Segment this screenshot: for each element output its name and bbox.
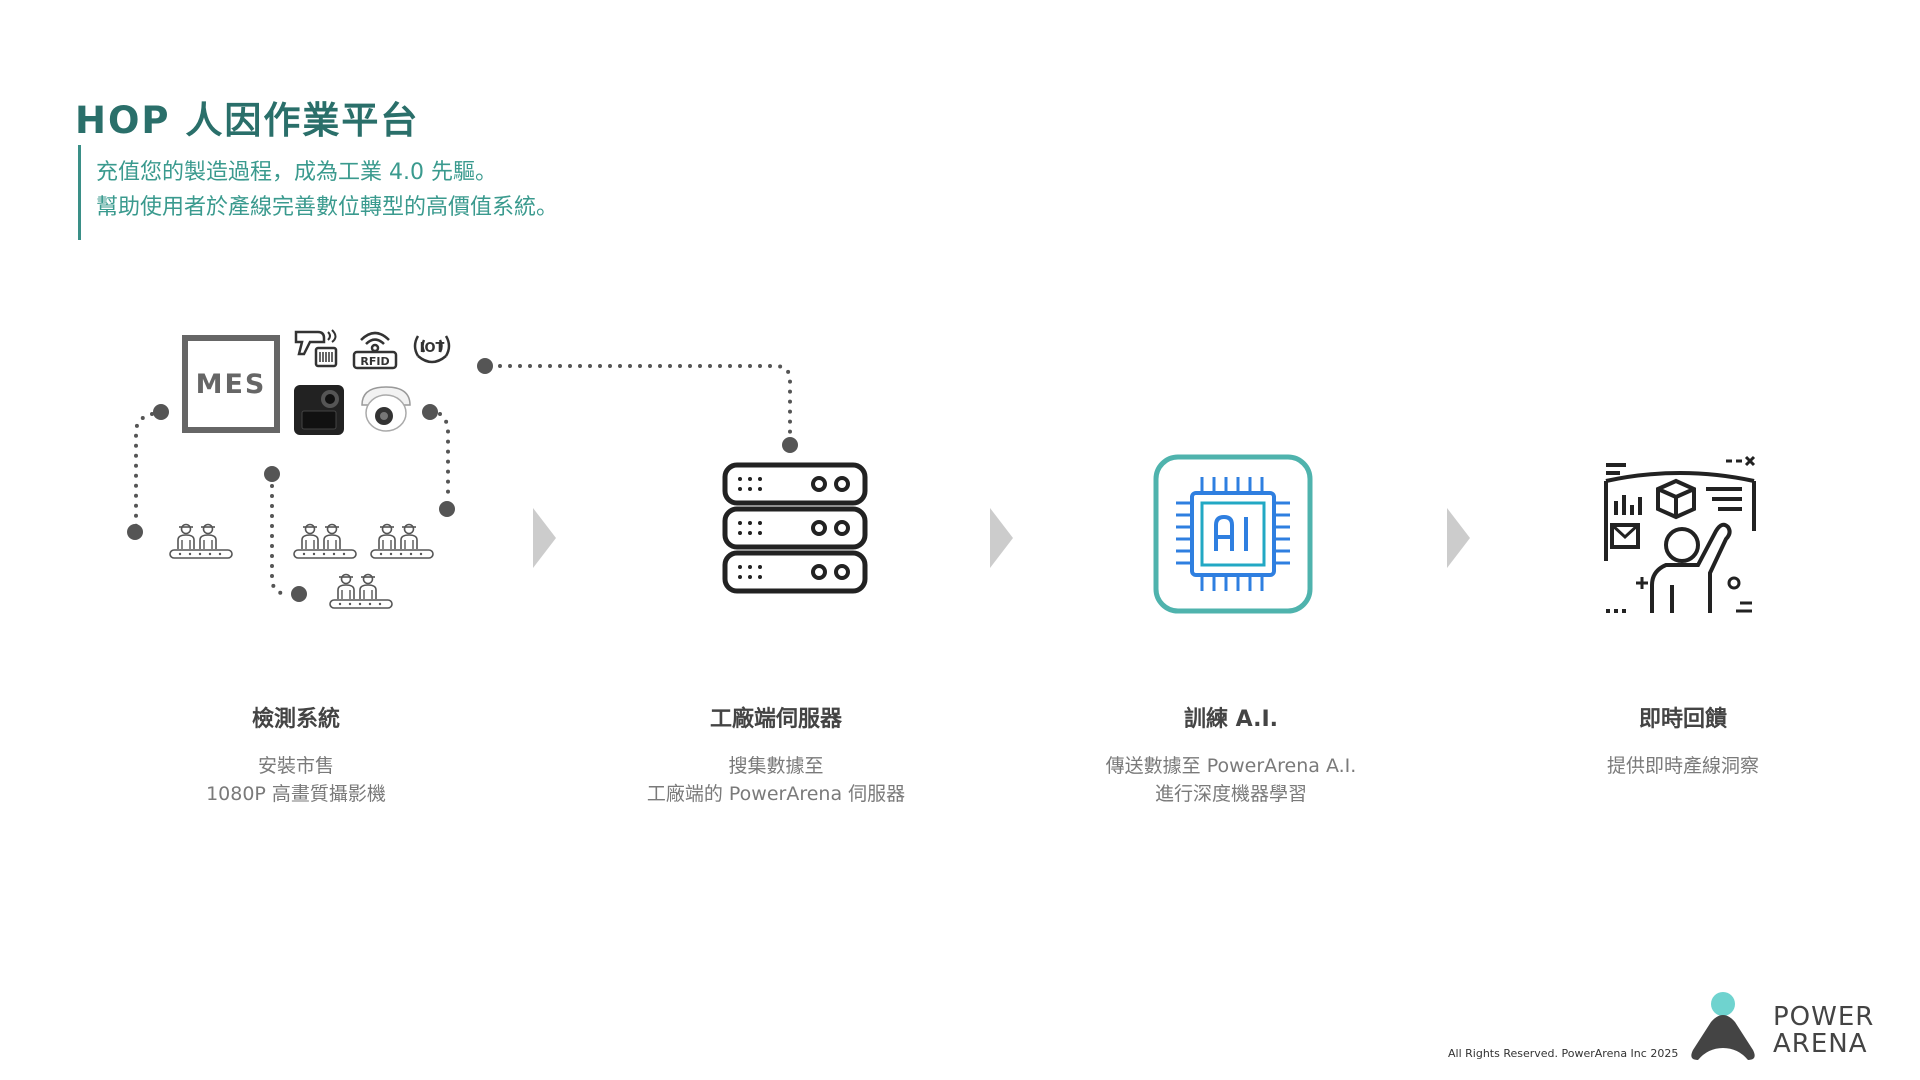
subtitle-block: 充值您的製造過程，成為工業 4.0 先驅。 幫助使用者於產線完善數位轉型的高價值… <box>78 145 558 240</box>
mes-system-icon: MES <box>182 335 280 433</box>
step-desc-line: 傳送數據至 PowerArena A.I. <box>1105 755 1357 777</box>
subtitle-line-2: 幫助使用者於產線完善數位轉型的高價值系統。 <box>96 195 559 220</box>
iot-label: IOT <box>420 341 445 356</box>
step-title-ai: 訓練 A.I. <box>1184 707 1278 732</box>
action-camera-icon <box>294 385 344 435</box>
mes-label: MES <box>195 368 267 400</box>
assembly-line-workers-icon <box>370 523 434 559</box>
powerarena-logo-mark <box>1691 992 1755 1060</box>
step-desc-line: 安裝市售 <box>257 755 334 777</box>
page-title: HOP 人因作業平台 <box>75 99 420 142</box>
step-desc-line: 提供即時產線洞察 <box>1606 755 1759 777</box>
step-title-realtime: 即時回饋 <box>1638 707 1727 732</box>
step-desc-ai: 傳送數據至 PowerArena A.I. 進行深度機器學習 <box>1021 752 1441 808</box>
barcode-scanner-icon <box>294 329 338 368</box>
assembly-line-workers-icon <box>169 523 233 559</box>
ai-chip-icon <box>1153 454 1313 614</box>
step-desc-realtime: 提供即時產線洞察 <box>1473 752 1893 780</box>
chevron-right-icon <box>533 508 556 568</box>
chevron-right-icon <box>990 508 1013 568</box>
step-desc-detection: 安裝市售 1080P 高畫質攝影機 <box>86 752 506 808</box>
chevron-right-icon <box>1447 508 1470 568</box>
rfid-label: RFID <box>360 355 389 368</box>
iot-icon: IOT <box>413 335 451 364</box>
server-rack-icon <box>722 462 868 594</box>
security-camera-icon <box>361 386 411 432</box>
copyright-text: All Rights Reserved. PowerArena Inc 2025 <box>1448 1047 1679 1060</box>
detection-connectors <box>127 358 798 602</box>
logo-line-1: POWER <box>1773 1002 1875 1032</box>
realtime-dashboard-icon <box>1604 455 1756 613</box>
step-desc-line: 工廠端的 PowerArena 伺服器 <box>646 783 906 805</box>
step-desc-server: 搜集數據至 工廠端的 PowerArena 伺服器 <box>566 752 986 808</box>
step-desc-line: 搜集數據至 <box>728 755 824 777</box>
assembly-line-workers-icon <box>293 523 357 559</box>
step-desc-line: 1080P 高畫質攝影機 <box>206 783 386 805</box>
logo-line-2: ARENA <box>1773 1029 1868 1059</box>
assembly-line-workers-icon <box>329 573 393 609</box>
subtitle-line-1: 充值您的製造過程，成為工業 4.0 先驅。 <box>96 160 497 185</box>
step-title-detection: 檢測系統 <box>251 707 340 732</box>
rfid-icon: RFID <box>352 331 398 370</box>
step-title-server: 工廠端伺服器 <box>709 707 842 732</box>
powerarena-logo-text: POWER ARENA <box>1773 1004 1874 1058</box>
step-desc-line: 進行深度機器學習 <box>1154 783 1307 805</box>
